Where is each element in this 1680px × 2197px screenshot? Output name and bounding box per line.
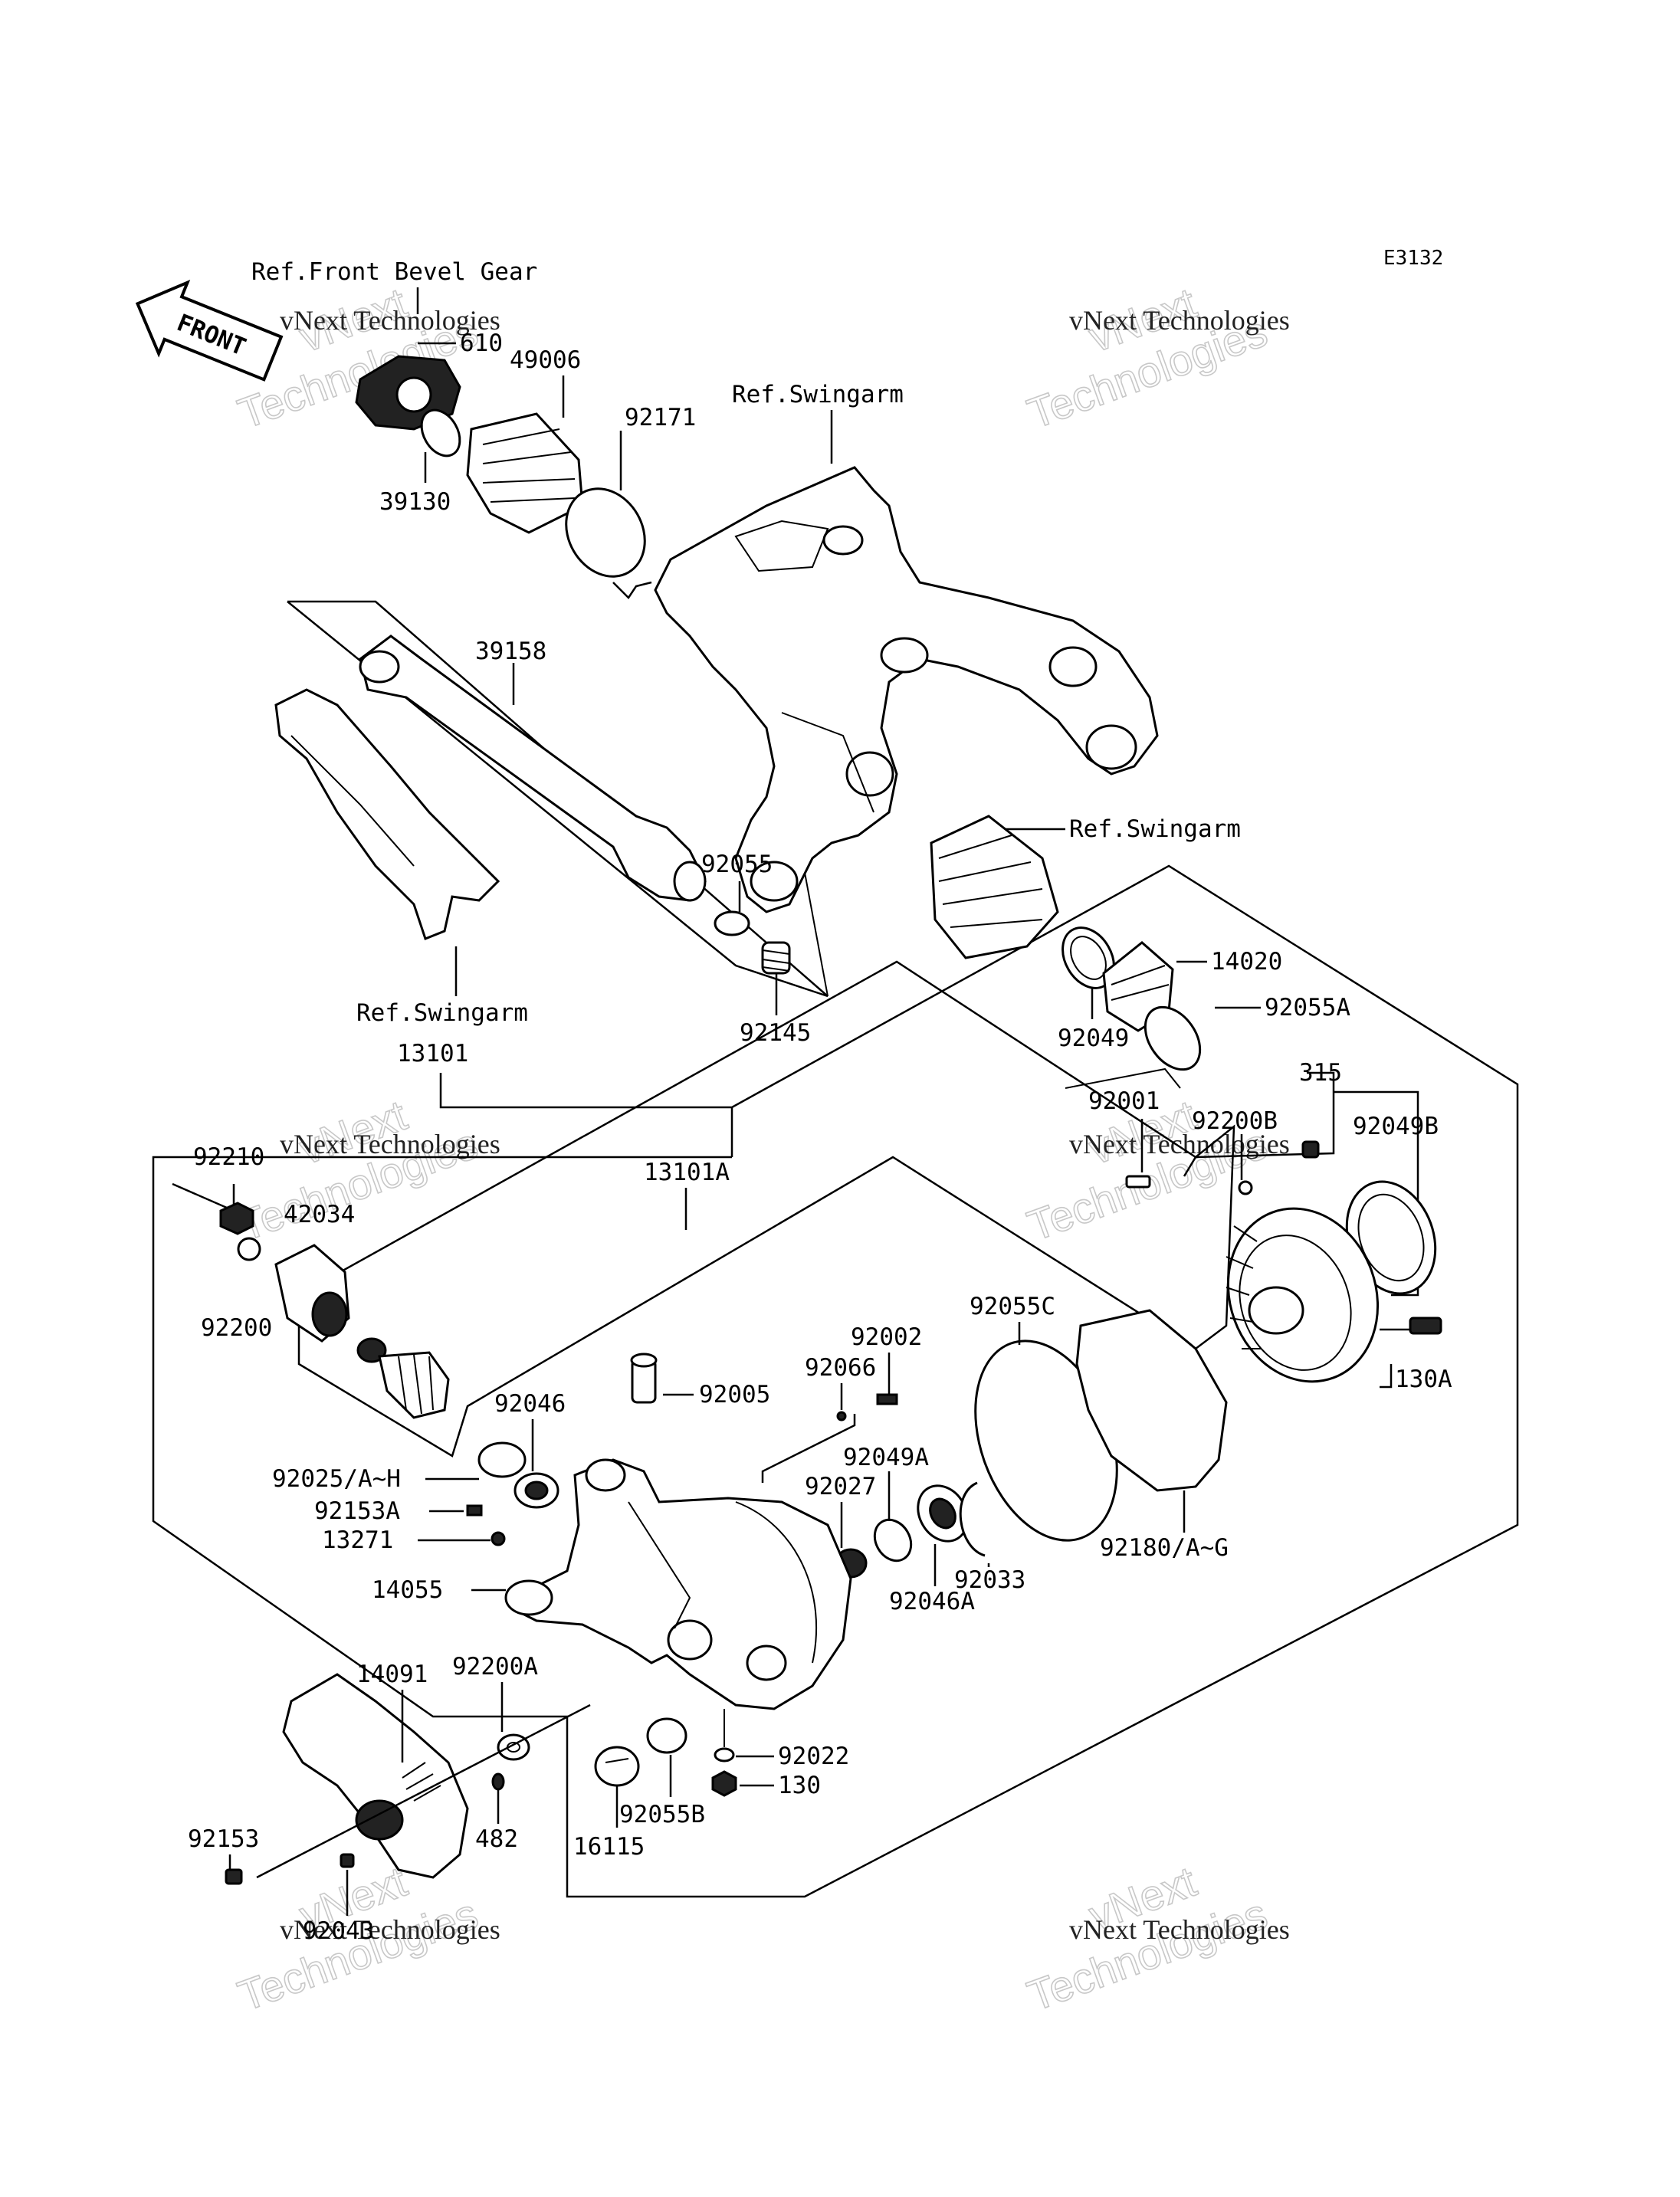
part-label-92049B: 92049B — [1353, 1113, 1439, 1140]
watermark-mid-left: vNext Technologies vNext Technologies — [231, 1090, 500, 1251]
part-92001-bolt — [1125, 1175, 1151, 1189]
part-label-92171: 92171 — [625, 404, 696, 431]
part-42034-coupling — [274, 1244, 350, 1343]
part-14091-cover — [282, 1673, 469, 1879]
part-label-92055C: 92055C — [970, 1293, 1055, 1320]
part-92002-stud — [876, 1393, 898, 1405]
part-label-39158: 39158 — [475, 638, 546, 665]
part-label-13101A: 13101A — [644, 1159, 730, 1186]
ref-swingarm-left: Ref.Swingarm — [356, 999, 528, 1027]
watermark-top-right: vNext Technologies vNext Technologies — [1021, 277, 1290, 438]
part-92025-shim — [477, 1441, 527, 1478]
part-label-130A: 130A — [1395, 1366, 1452, 1393]
ref-swingarm-right: Ref.Swingarm — [1069, 815, 1241, 843]
part-label-13271: 13271 — [322, 1526, 393, 1554]
part-130A-bolt — [1409, 1317, 1442, 1335]
part-92049A-seal — [873, 1518, 913, 1562]
svg-text:vNext Technologies: vNext Technologies — [1069, 305, 1290, 336]
part-92043-pin — [340, 1853, 355, 1868]
svg-text:vNext Technologies: vNext Technologies — [280, 305, 500, 336]
svg-text:vNext Technologies: vNext Technologies — [1069, 1914, 1290, 1945]
part-92022-washer — [714, 1747, 735, 1763]
part-label-16115: 16115 — [573, 1833, 645, 1861]
part-92180-shim-plate — [1075, 1309, 1228, 1492]
part-label-14091: 14091 — [356, 1661, 428, 1688]
part-92055-ring — [714, 910, 750, 936]
part-label-92002: 92002 — [851, 1323, 922, 1351]
part-92055B-ring — [646, 1717, 687, 1754]
part-label-92025: 92025/A~H — [272, 1465, 401, 1493]
part-label-92210: 92210 — [193, 1143, 264, 1171]
part-92046A-bearing — [917, 1484, 969, 1543]
part-label-92049A: 92049A — [843, 1444, 929, 1471]
swingarm-cover-left — [274, 688, 500, 940]
part-label-92153A: 92153A — [314, 1497, 400, 1525]
part-49006-boot — [466, 412, 584, 534]
part-130-bolt — [711, 1770, 737, 1797]
part-92200-washer — [237, 1237, 261, 1261]
svg-text:vNext Technologies: vNext Technologies — [1069, 1129, 1290, 1159]
part-label-92200A: 92200A — [452, 1653, 538, 1681]
part-92055A-ring — [1144, 1005, 1202, 1071]
part-label-92033: 92033 — [954, 1566, 1025, 1594]
part-label-92005: 92005 — [699, 1381, 770, 1408]
part-label-92153: 92153 — [188, 1825, 259, 1853]
part-label-92200: 92200 — [201, 1314, 272, 1342]
part-label-315: 315 — [1299, 1059, 1342, 1087]
diagram-code: E3132 — [1383, 247, 1443, 270]
part-label-49006: 49006 — [510, 346, 581, 374]
part-label-92043: 92043 — [303, 1917, 374, 1945]
part-92033-circlip — [959, 1481, 986, 1557]
front-arrow-icon: FRONT — [135, 279, 284, 382]
part-label-92022: 92022 — [778, 1743, 849, 1770]
part-label-92180: 92180/A~G — [1100, 1534, 1229, 1562]
part-92153A-bolt — [466, 1504, 483, 1517]
part-92066-pin — [836, 1411, 847, 1421]
part-label-92046: 92046 — [494, 1390, 566, 1418]
part-label-92049: 92049 — [1058, 1025, 1129, 1052]
part-label-39130: 39130 — [379, 488, 451, 516]
part-label-42034: 42034 — [284, 1201, 355, 1228]
part-label-14020: 14020 — [1211, 948, 1282, 976]
part-label-92145: 92145 — [740, 1019, 811, 1047]
part-label-610: 610 — [460, 330, 503, 357]
part-92046-bearing — [514, 1472, 559, 1509]
part-label-92055: 92055 — [701, 851, 773, 878]
part-label-92027: 92027 — [805, 1473, 876, 1500]
part-label-92066: 92066 — [805, 1354, 876, 1382]
swingarm-boot-right — [930, 815, 1059, 959]
part-315-bolt — [1301, 1140, 1320, 1159]
part-label-13101: 13101 — [397, 1040, 468, 1067]
part-39130 — [420, 408, 461, 457]
part-92153-bolt — [225, 1868, 243, 1885]
part-92005-breather — [630, 1353, 658, 1404]
swingarm — [654, 466, 1159, 913]
svg-text:vNext Technologies: vNext Technologies — [280, 1914, 500, 1945]
part-label-92055A: 92055A — [1265, 994, 1350, 1021]
part-14055-gear-case — [504, 1458, 852, 1710]
part-39158-driveshaft — [359, 635, 707, 902]
part-label-14055: 14055 — [372, 1576, 443, 1604]
pinion-gear — [356, 1337, 450, 1419]
ring-gear — [1226, 1207, 1380, 1383]
part-label-130: 130 — [778, 1772, 821, 1799]
part-16115-cap — [594, 1746, 640, 1787]
part-label-92200B: 92200B — [1192, 1107, 1278, 1135]
part-92200B-washer — [1238, 1180, 1253, 1195]
part-92171-clamp — [565, 487, 646, 578]
part-482-circlip — [491, 1772, 505, 1791]
ref-front-bevel-gear: Ref.Front Bevel Gear — [251, 258, 537, 286]
ref-swingarm-top: Ref.Swingarm — [732, 381, 904, 408]
part-13271-plate — [491, 1531, 506, 1546]
part-92210-nut — [219, 1202, 254, 1235]
watermark-bottom-right: vNext Technologies vNext Technologies — [1021, 1856, 1290, 2021]
part-label-482: 482 — [475, 1825, 518, 1853]
svg-text:vNext Technologies: vNext Technologies — [280, 1129, 500, 1159]
part-92145-spring — [761, 941, 791, 975]
part-label-92055B: 92055B — [619, 1801, 705, 1828]
part-label-92001: 92001 — [1088, 1087, 1160, 1115]
part-label-92046A: 92046A — [889, 1588, 975, 1615]
